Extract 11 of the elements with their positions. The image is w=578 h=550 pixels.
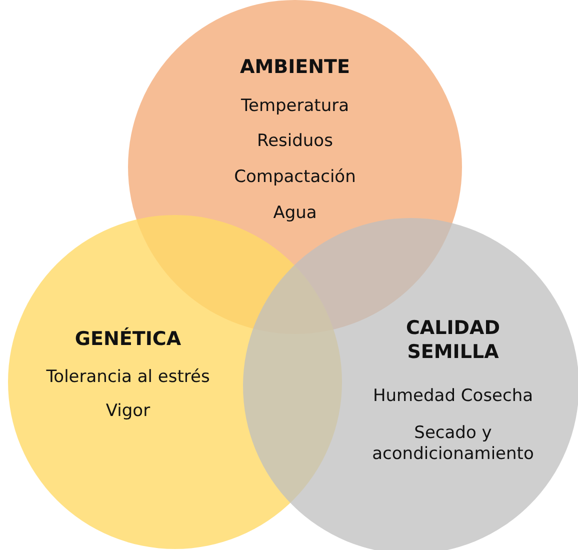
circle-item: Humedad Cosecha [372, 386, 534, 407]
circle-heading: CALIDAD SEMILLA [404, 316, 502, 364]
circle-item: Agua [272, 203, 318, 224]
circle-item: Compactación [233, 167, 357, 188]
circle-item: Vigor [104, 401, 152, 422]
circle-item: Residuos [256, 131, 334, 152]
circle-item: Secado y acondicionamiento [371, 423, 535, 465]
circle-heading: GENÉTICA [74, 327, 182, 351]
circle-heading: AMBIENTE [239, 55, 351, 79]
circle-item: Tolerancia al estrés [45, 367, 211, 388]
circle-item: Temperatura [240, 96, 350, 117]
